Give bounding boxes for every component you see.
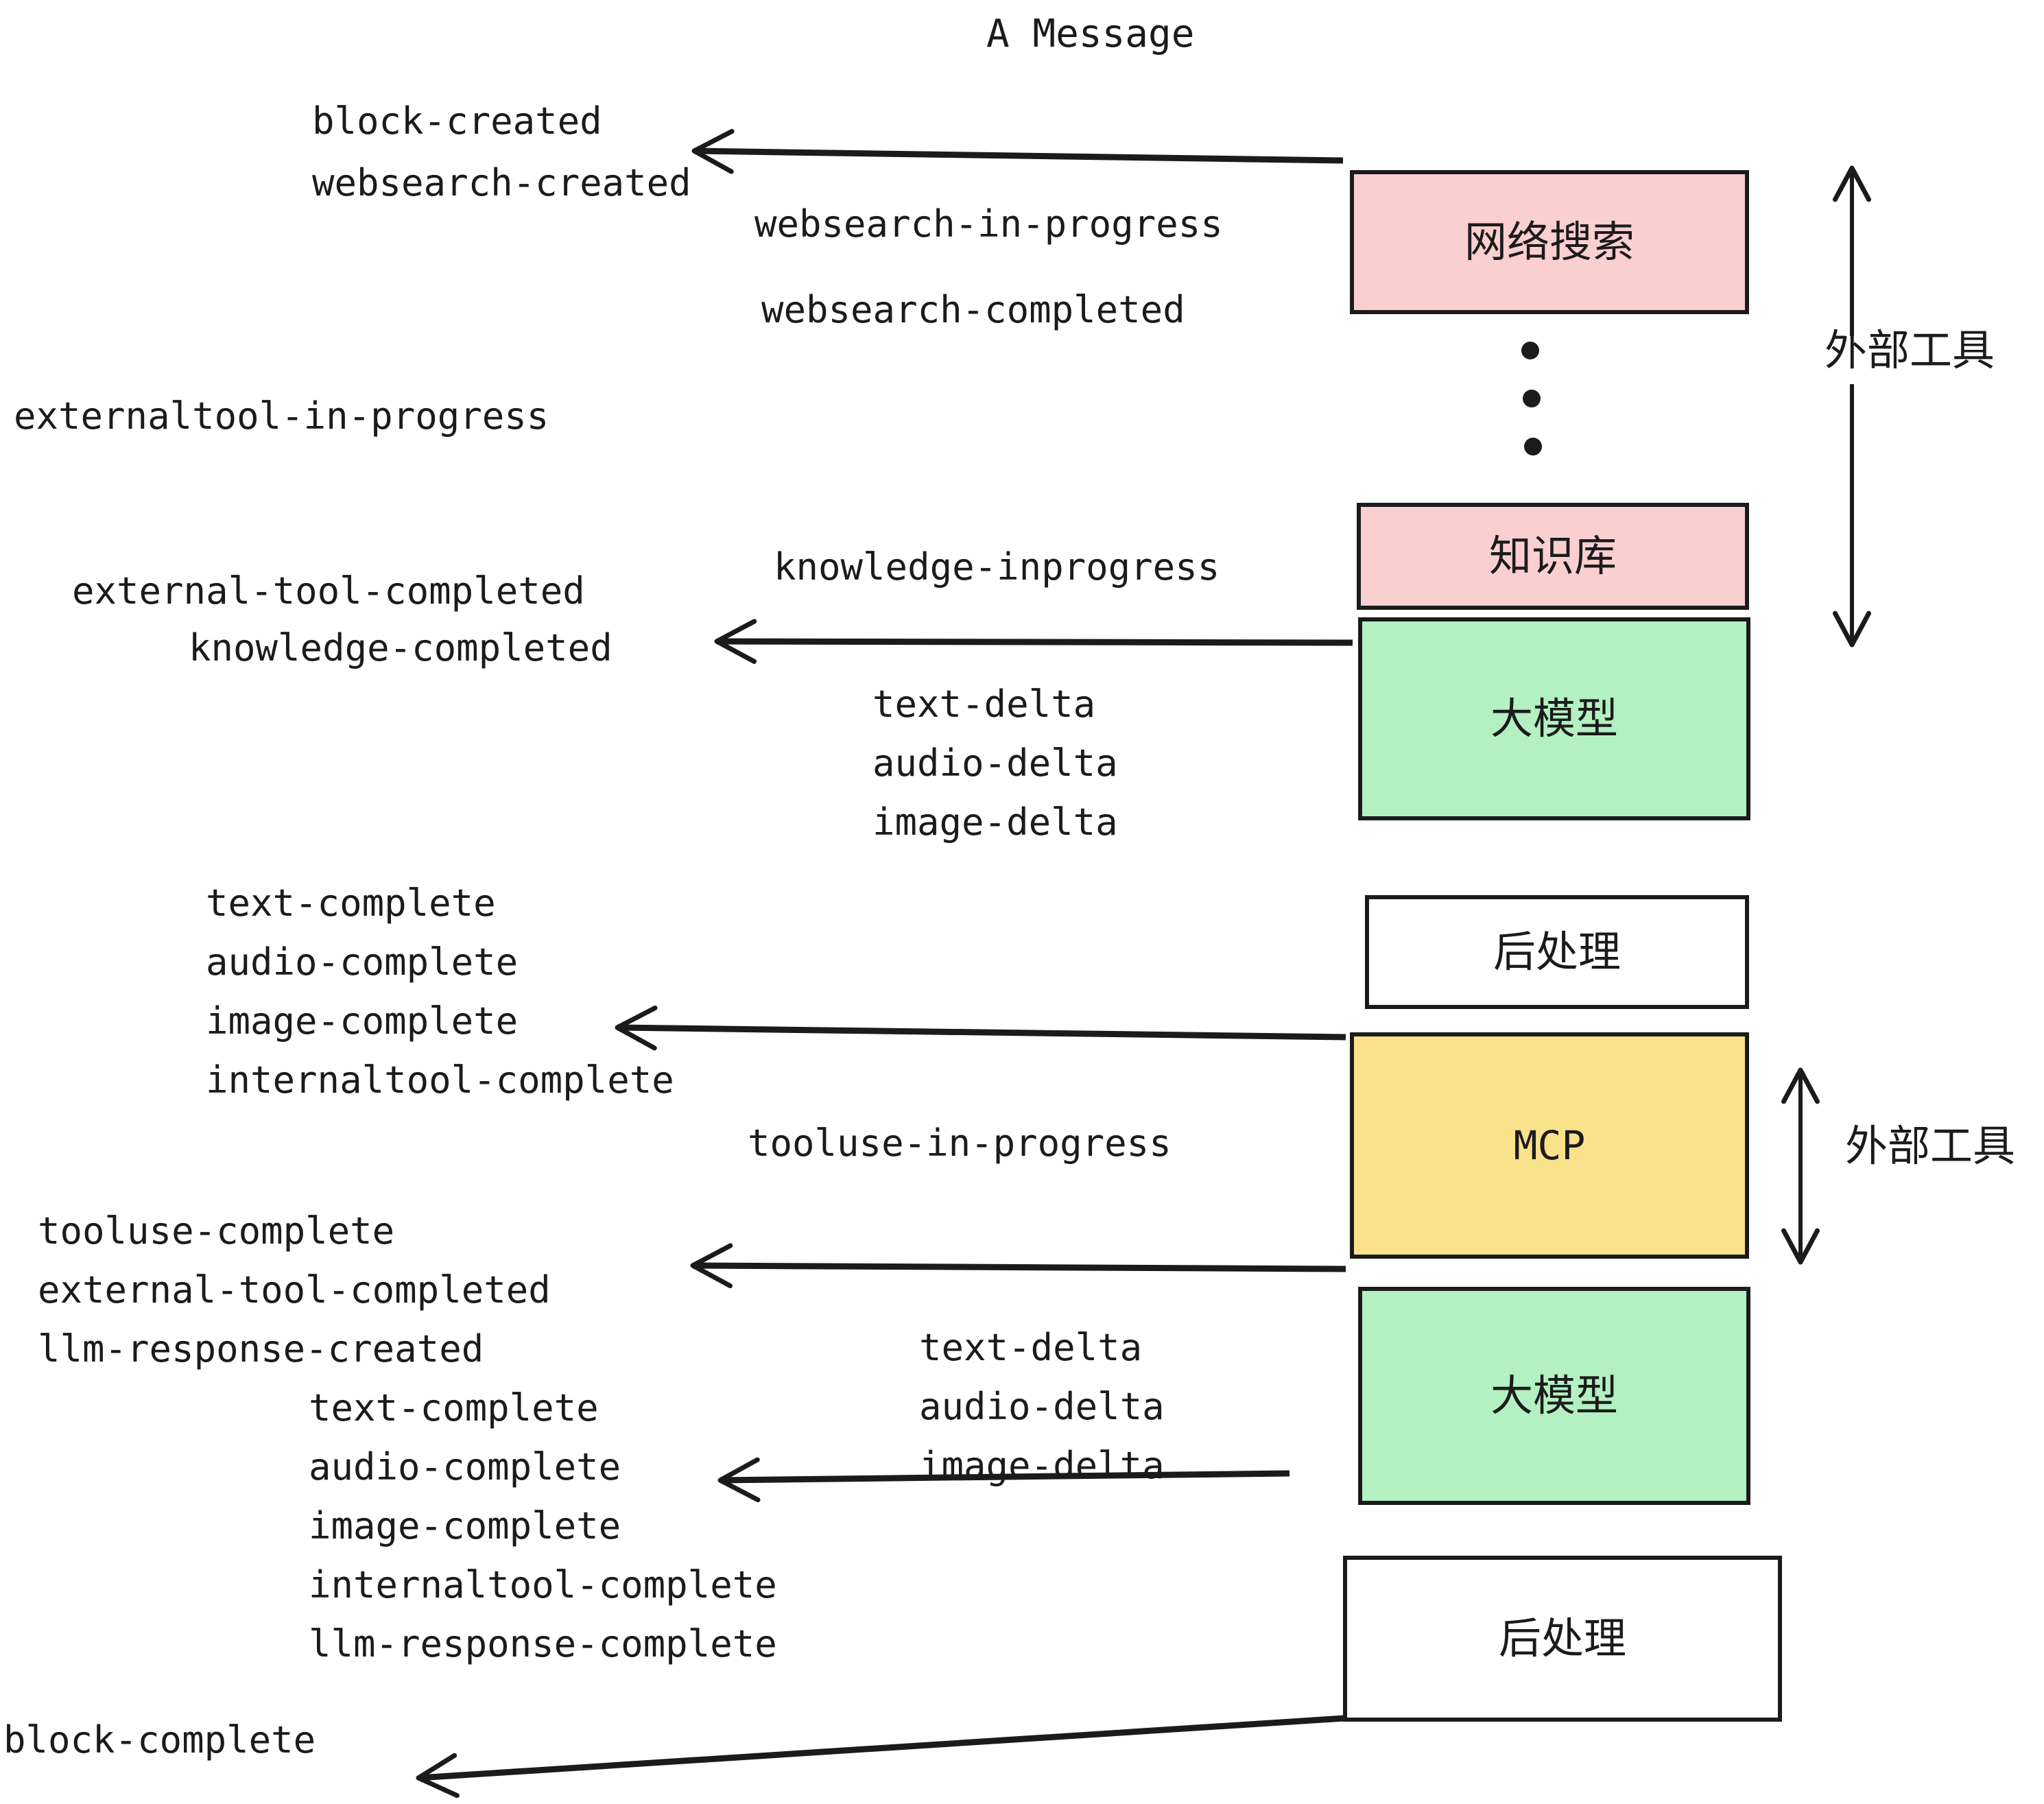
ellipsis-dot [1524,438,1542,455]
event-label-audio-delta-2: audio-delta [919,1385,1165,1428]
event-label-image-delta-2: image-delta [919,1444,1165,1487]
arrow-image-complete-line [617,1024,1346,1041]
event-label-image-complete-1: image-complete [206,999,519,1043]
box-llm-2: 大模型 [1358,1287,1750,1505]
arrow-block-complete-head [416,1753,460,1799]
event-label-block-complete: block-complete [3,1718,316,1761]
event-label-external-tool-completed-1: external-tool-completed [72,569,585,613]
event-label-websearch-in-progress: websearch-in-progress [754,202,1223,246]
arrow-block-created-line [693,147,1344,164]
event-label-externaltool-in-progress: externaltool-in-progress [14,394,549,438]
box-label: 网络搜索 [1464,217,1635,267]
event-label-block-created: block-created [312,99,602,143]
event-label-internaltool-complete-1: internaltool-complete [206,1058,674,1102]
box-websearch: 网络搜索 [1350,170,1749,314]
ellipsis-dot [1523,390,1541,407]
event-label-audio-delta-1: audio-delta [872,741,1118,785]
box-label: MCP [1513,1122,1586,1169]
side-annotation-external-tools-bottom: 外部工具 [1845,1121,2016,1171]
event-label-image-complete-2: image-complete [309,1504,621,1547]
arrow-tooluse-complete-line [692,1262,1346,1272]
event-label-tooluse-in-progress: tooluse-in-progress [748,1121,1172,1165]
event-label-text-delta-2: text-delta [919,1326,1143,1369]
event-label-websearch-completed: websearch-completed [761,288,1185,331]
external-tools-bot-down-head [1781,1228,1820,1265]
arrow-knowledge-done-head [714,619,757,664]
external-tools-bot-up-head [1781,1067,1820,1104]
event-label-text-delta-1: text-delta [872,683,1096,726]
event-label-text-complete-1: text-complete [206,881,496,925]
event-label-llm-response-complete: llm-response-complete [309,1622,777,1665]
box-knowledge: 知识库 [1357,503,1749,610]
event-label-llm-response-created: llm-response-created [38,1327,484,1370]
box-label: 知识库 [1488,531,1617,581]
external-tools-top-up-head [1832,165,1872,202]
arrow-image-complete-head [615,1005,658,1051]
external-tools-top-down-head [1832,610,1872,648]
event-label-image-delta-1: image-delta [872,800,1118,844]
box-postprocess-2: 后处理 [1343,1556,1782,1722]
event-label-tooluse-complete: tooluse-complete [38,1209,395,1253]
arrow-audio-complete-head [717,1457,761,1503]
event-label-knowledge-inprogress: knowledge-inprogress [774,545,1220,589]
arrow-tooluse-complete-head [690,1243,733,1289]
event-label-websearch-created: websearch-created [312,161,691,204]
event-label-audio-complete-2: audio-complete [309,1445,621,1488]
box-label: 后处理 [1498,1613,1626,1663]
box-label: 大模型 [1490,693,1618,744]
page-title: A Message [986,12,1195,56]
side-annotation-external-tools-top: 外部工具 [1825,325,1995,375]
box-llm-1: 大模型 [1358,617,1750,820]
event-label-internaltool-complete-2: internaltool-complete [309,1563,777,1606]
ellipsis-dot [1521,342,1539,359]
box-label: 后处理 [1493,927,1621,977]
event-label-external-tool-completed-2: external-tool-completed [38,1268,551,1312]
event-label-audio-complete-1: audio-complete [206,940,519,984]
arrow-block-complete-line [418,1715,1345,1781]
event-label-text-complete-2: text-complete [309,1386,599,1429]
box-postprocess-1: 后处理 [1365,895,1749,1009]
event-label-knowledge-completed: knowledge-completed [189,626,613,669]
box-label: 大模型 [1490,1370,1618,1421]
box-mcp: MCP [1350,1032,1749,1259]
arrow-knowledge-done-line [716,638,1353,646]
arrow-block-created-head [691,129,735,174]
